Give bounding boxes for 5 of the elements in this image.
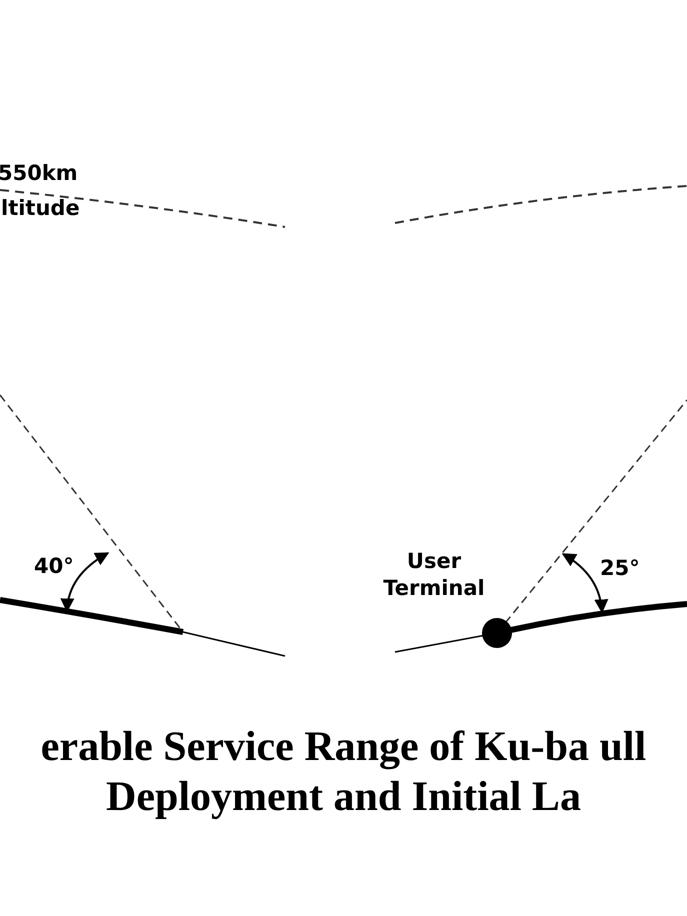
angle-label: 25° xyxy=(600,555,640,582)
figure-caption: erable Service Range of Ku-ba ull Deployment and Initial La xyxy=(40,723,648,822)
altitude-label: ltitude xyxy=(1,195,80,222)
terminal-label: User Terminal xyxy=(382,548,486,602)
angle-label: 40° xyxy=(34,553,74,580)
